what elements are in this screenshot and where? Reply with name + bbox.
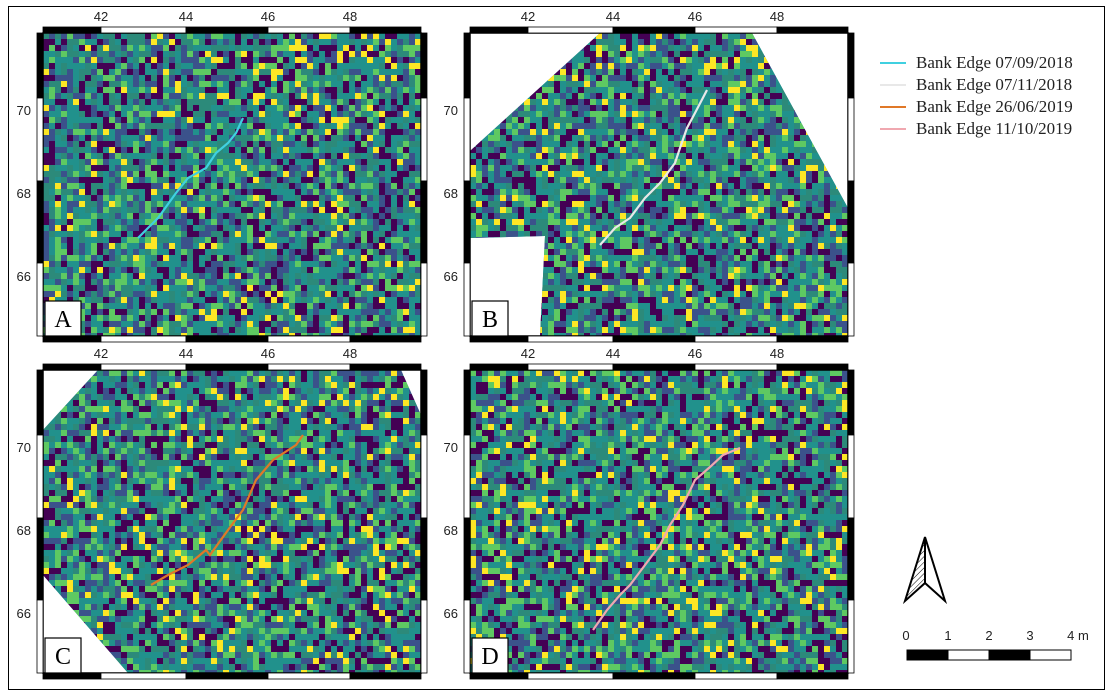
bank-edge-line [592, 446, 741, 631]
y-tick-label: 68 [444, 523, 458, 538]
figure-frame [8, 6, 1105, 690]
legend: Bank Edge 07/09/2018 Bank Edge 07/11/201… [880, 52, 1073, 140]
panel-label-box [44, 637, 82, 674]
y-tick-label: 68 [444, 186, 458, 201]
x-tick-label: 42 [521, 346, 535, 361]
x-tick-label: 48 [770, 9, 784, 24]
x-tick-label: 46 [688, 9, 702, 24]
x-tick-label: 48 [343, 9, 357, 24]
y-tick-label: 66 [444, 269, 458, 284]
bank-edge-line [599, 89, 708, 246]
x-tick-label: 48 [770, 346, 784, 361]
scale-label: 2 [985, 628, 992, 643]
y-tick-label: 70 [17, 440, 31, 455]
x-tick-label: 44 [179, 346, 193, 361]
legend-label: Bank Edge 07/09/2018 [916, 53, 1073, 72]
panel-label-box [471, 300, 509, 337]
scale-label: 4 m [1067, 628, 1089, 643]
x-tick-label: 42 [521, 9, 535, 24]
y-tick-label: 66 [444, 606, 458, 621]
legend-label: Bank Edge 11/10/2019 [916, 119, 1073, 138]
x-tick-label: 42 [94, 9, 108, 24]
legend-swatch [880, 106, 906, 108]
legend-label: Bank Edge 26/06/2019 [916, 97, 1073, 116]
legend-swatch [880, 128, 906, 130]
scale-bar: 0 1 2 3 4 m [902, 628, 1089, 673]
scale-label: 1 [944, 628, 951, 643]
y-tick-label: 70 [444, 440, 458, 455]
x-tick-label: 44 [606, 9, 620, 24]
x-tick-label: 46 [261, 346, 275, 361]
panel-label: C [55, 644, 71, 670]
x-tick-label: 44 [606, 346, 620, 361]
x-tick-label: 44 [179, 9, 193, 24]
legend-label: Bank Edge 07/11/2018 [916, 75, 1073, 94]
north-arrow-icon [900, 535, 950, 610]
y-tick-label: 66 [17, 606, 31, 621]
scale-label: 0 [902, 628, 909, 643]
panel-label-box [44, 300, 82, 337]
legend-item: Bank Edge 26/06/2019 [880, 96, 1073, 118]
x-tick-label: 46 [688, 346, 702, 361]
y-tick-label: 68 [17, 186, 31, 201]
legend-swatch [880, 84, 906, 86]
legend-item: Bank Edge 07/09/2018 [880, 52, 1073, 74]
bank-edge-line [137, 117, 244, 239]
x-tick-label: 42 [94, 346, 108, 361]
legend-item: Bank Edge 07/11/2018 [880, 74, 1073, 96]
y-tick-label: 70 [17, 103, 31, 118]
y-tick-label: 68 [17, 523, 31, 538]
bank-edge-line [150, 434, 304, 586]
scale-label: 3 [1026, 628, 1033, 643]
y-tick-label: 66 [17, 269, 31, 284]
legend-swatch [880, 62, 906, 64]
x-tick-label: 48 [343, 346, 357, 361]
panel-label-box [471, 637, 509, 674]
x-tick-label: 46 [261, 9, 275, 24]
panel-label: B [482, 307, 498, 333]
y-tick-label: 70 [444, 103, 458, 118]
panel-label: A [54, 307, 72, 333]
panel-label: D [481, 644, 498, 670]
legend-item: Bank Edge 11/10/2019 [880, 118, 1073, 140]
